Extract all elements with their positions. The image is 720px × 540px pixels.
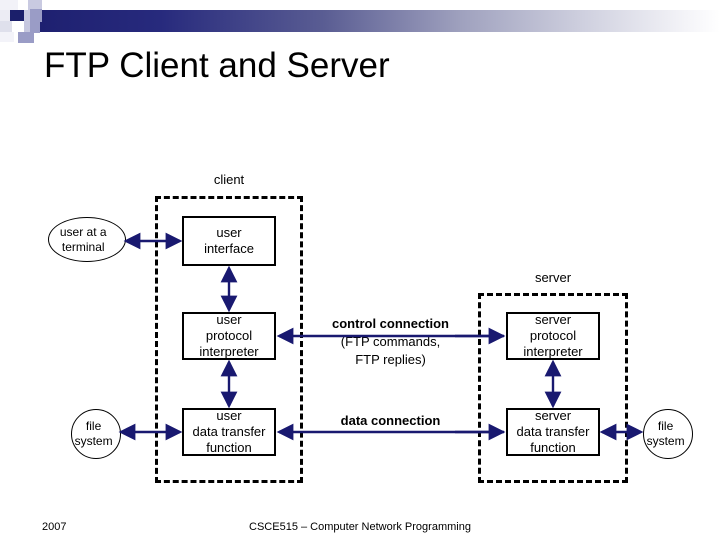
node-user-data-transfer-function[interactable]: user data transfer function <box>182 408 276 456</box>
deco-square-1 <box>0 0 18 10</box>
endpoint-user-at-a-terminal-label: user at a terminal <box>59 224 107 254</box>
deco-square-5 <box>0 10 10 21</box>
footer-course: CSCE515 – Computer Network Programming <box>249 521 471 533</box>
deco-square-9 <box>0 21 12 32</box>
gradient-bar <box>38 10 720 32</box>
control-connection-detail-2: FTP replies) <box>355 352 426 367</box>
header-decoration <box>0 0 720 46</box>
client-zone-box <box>155 196 303 483</box>
node-user-protocol-interpreter[interactable]: user protocol interpreter <box>182 312 276 360</box>
endpoint-server-file-system[interactable]: file system <box>643 409 693 459</box>
control-connection-label: control connection (FTP commands, FTP re… <box>303 315 478 369</box>
data-connection-title: data connection <box>340 413 441 428</box>
node-user-interface[interactable]: user interface <box>182 216 276 266</box>
endpoint-user-at-a-terminal[interactable]: user at a terminal <box>48 217 126 262</box>
control-connection-detail-1: (FTP commands, <box>340 334 441 349</box>
node-server-data-transfer-function[interactable]: server data transfer function <box>506 408 600 456</box>
endpoint-client-file-system[interactable]: file system <box>71 409 121 459</box>
deco-square-navy <box>10 10 25 21</box>
client-zone-label: client <box>213 172 245 187</box>
node-user-interface-label: user interface <box>204 225 254 256</box>
control-connection-title: control connection <box>332 316 449 331</box>
endpoint-client-file-system-label: file system <box>74 419 113 448</box>
deco-square-14 <box>18 32 34 43</box>
deco-square-2 <box>18 0 36 10</box>
deco-square-12 <box>30 21 40 33</box>
node-server-data-transfer-function-label: server data transfer function <box>516 408 590 455</box>
deco-square-8 <box>30 9 42 22</box>
node-user-protocol-interpreter-label: user protocol interpreter <box>199 312 259 359</box>
server-zone-box <box>478 293 628 483</box>
server-zone-label: server <box>534 270 572 285</box>
footer-year: 2007 <box>42 521 67 533</box>
deco-square-13 <box>0 32 14 42</box>
endpoint-server-file-system-label: file system <box>646 419 685 448</box>
node-user-data-transfer-function-label: user data transfer function <box>192 408 266 455</box>
data-connection-label: data connection <box>303 412 478 430</box>
deco-square-10 <box>12 21 24 32</box>
node-server-protocol-interpreter[interactable]: server protocol interpreter <box>506 312 600 360</box>
page-title: FTP Client and Server <box>44 46 390 85</box>
deco-square-3 <box>36 0 54 10</box>
node-server-protocol-interpreter-label: server protocol interpreter <box>523 312 583 359</box>
